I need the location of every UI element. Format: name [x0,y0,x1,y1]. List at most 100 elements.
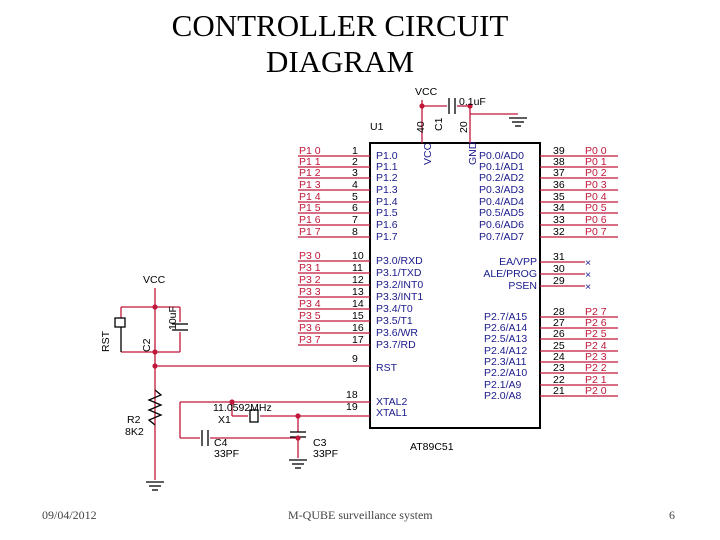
pin-name-right: P2.4/A12 [484,345,527,357]
pin-number-right: 25 [553,340,565,352]
pin-number-xtal1: 19 [346,401,358,413]
port-label-left: P3 3 [299,286,321,298]
pin-number-20: 20 [458,121,470,133]
pin-number-control: 31 [553,251,565,263]
pin-number-left: 16 [352,322,364,334]
port-label-right: P0 5 [585,202,607,214]
no-connect-mark: × [585,257,591,269]
port-label-right: P0 7 [585,226,607,238]
r2-ref: R2 [127,414,141,426]
pin-name-right: P0.3/AD3 [479,184,524,196]
c4-ref: C4 [214,437,228,449]
pin-name-left: P3.1/TXD [376,267,422,279]
gnd-pin-label: GND [467,141,479,165]
pin-name-left: P1.1 [376,161,398,173]
pin-number-right: 24 [553,351,565,363]
pin-number-control: 30 [553,263,565,275]
pin-name-right: P2.0/A8 [484,390,522,402]
c2-value: 10uF [167,306,179,330]
port-label-left: P1 2 [299,167,321,179]
port-label-left: P1 4 [299,191,321,203]
pin-name-left: P3.0/RXD [376,255,423,267]
junction-dot [419,103,425,109]
pin-number-right: 36 [553,179,565,191]
footer-date: 09/04/2012 [42,508,97,522]
pin-number-right: 33 [553,214,565,226]
port-label-left: P1 7 [299,226,321,238]
pin-name-left: P3.6/WR [376,327,418,339]
crystal-ref: X1 [218,414,231,426]
pin-number-left: 3 [352,167,358,179]
pin-number-left: 4 [352,179,358,191]
parts [114,98,527,491]
c4-value: 33PF [214,448,239,460]
pin-name-xtal1: XTAL1 [376,407,407,419]
pin-number-right: 37 [553,167,565,179]
pin-number-left: 15 [352,310,364,322]
pin-number-control: 29 [553,275,565,287]
pin-name-left: P1.3 [376,184,398,196]
pin-name-right: P0.1/AD1 [479,161,524,173]
pin-name-right: P0.6/AD6 [479,219,524,231]
pin-name-rst: RST [376,362,398,374]
port-label-right: P2 4 [585,340,607,352]
pin-name-control: PSEN [508,280,537,292]
footer-center: M-QUBE surveillance system [288,508,433,522]
port-label-left: P3 0 [299,250,321,262]
junction-dot [295,413,301,419]
c3-ref: C3 [313,437,327,449]
junction-dot [152,363,158,369]
pin-number-left: 2 [352,156,358,168]
chip-ref: U1 [370,121,384,133]
no-connect-mark: × [585,269,591,281]
pin-name-left: P1.7 [376,231,398,243]
vcc-pin-label: VCC [422,142,434,165]
pin-number-xtal2: 18 [346,389,358,401]
vcc-top-label: VCC [415,86,438,98]
pin-number-left: 6 [352,202,358,214]
c3-value: 33PF [313,448,338,460]
pin-name-left: P3.5/T1 [376,315,413,327]
pin-number-right: 26 [553,328,565,340]
pin-number-left: 5 [352,191,358,203]
pin-number-left: 8 [352,226,358,238]
pin-number-right: 28 [553,306,565,318]
junction-dot [467,103,473,109]
port-label-right: P0 6 [585,214,607,226]
pin-number-left: 11 [352,262,363,274]
cap-top-value: 0.1uF [459,96,486,108]
port-label-left: P3 6 [299,322,321,334]
port-label-left: P3 4 [299,298,321,310]
port-label-left: P3 7 [299,334,321,346]
pin-name-left: P3.3/INT1 [376,291,423,303]
chip-name: AT89C51 [410,441,454,453]
junction-dot [295,435,301,441]
page-title-line-2: DIAGRAM [265,44,415,79]
port-label-left: P1 6 [299,214,321,226]
port-label-left: P3 1 [299,262,321,274]
pin-name-right: P2.3/A11 [484,356,527,368]
pin-number-right: 21 [553,385,565,397]
rst-switch-body [114,317,126,328]
pin-name-control: EA/VPP [499,256,537,268]
pin-name-left: P1.2 [376,172,398,184]
port-label-right: P2 5 [585,328,607,340]
pin-name-right: P0.4/AD4 [479,196,524,208]
pin-number-right: 39 [553,145,565,157]
port-label-right: P2 2 [585,362,607,374]
pin-number-left: 12 [352,274,364,286]
pin-name-right: P0.7/AD7 [479,231,524,243]
port-label-left: P1 3 [299,179,321,191]
port-label-right: P0 1 [585,156,607,168]
pin-name-left: P3.7/RD [376,339,416,351]
pin-name-left: P3.4/T0 [376,303,413,315]
pin-number-left: 7 [352,214,358,226]
port-label-left: P1 0 [299,145,321,157]
pin-name-right: P2.5/A13 [484,333,527,345]
port-label-right: P0 4 [585,191,607,203]
pin-name-right: P0.5/AD5 [479,207,524,219]
port-label-right: P2 3 [585,351,607,363]
pin-name-left: P3.2/INT0 [376,279,423,291]
pin-name-right: P2.2/A10 [484,367,527,379]
pin-name-xtal2: XTAL2 [376,396,407,408]
